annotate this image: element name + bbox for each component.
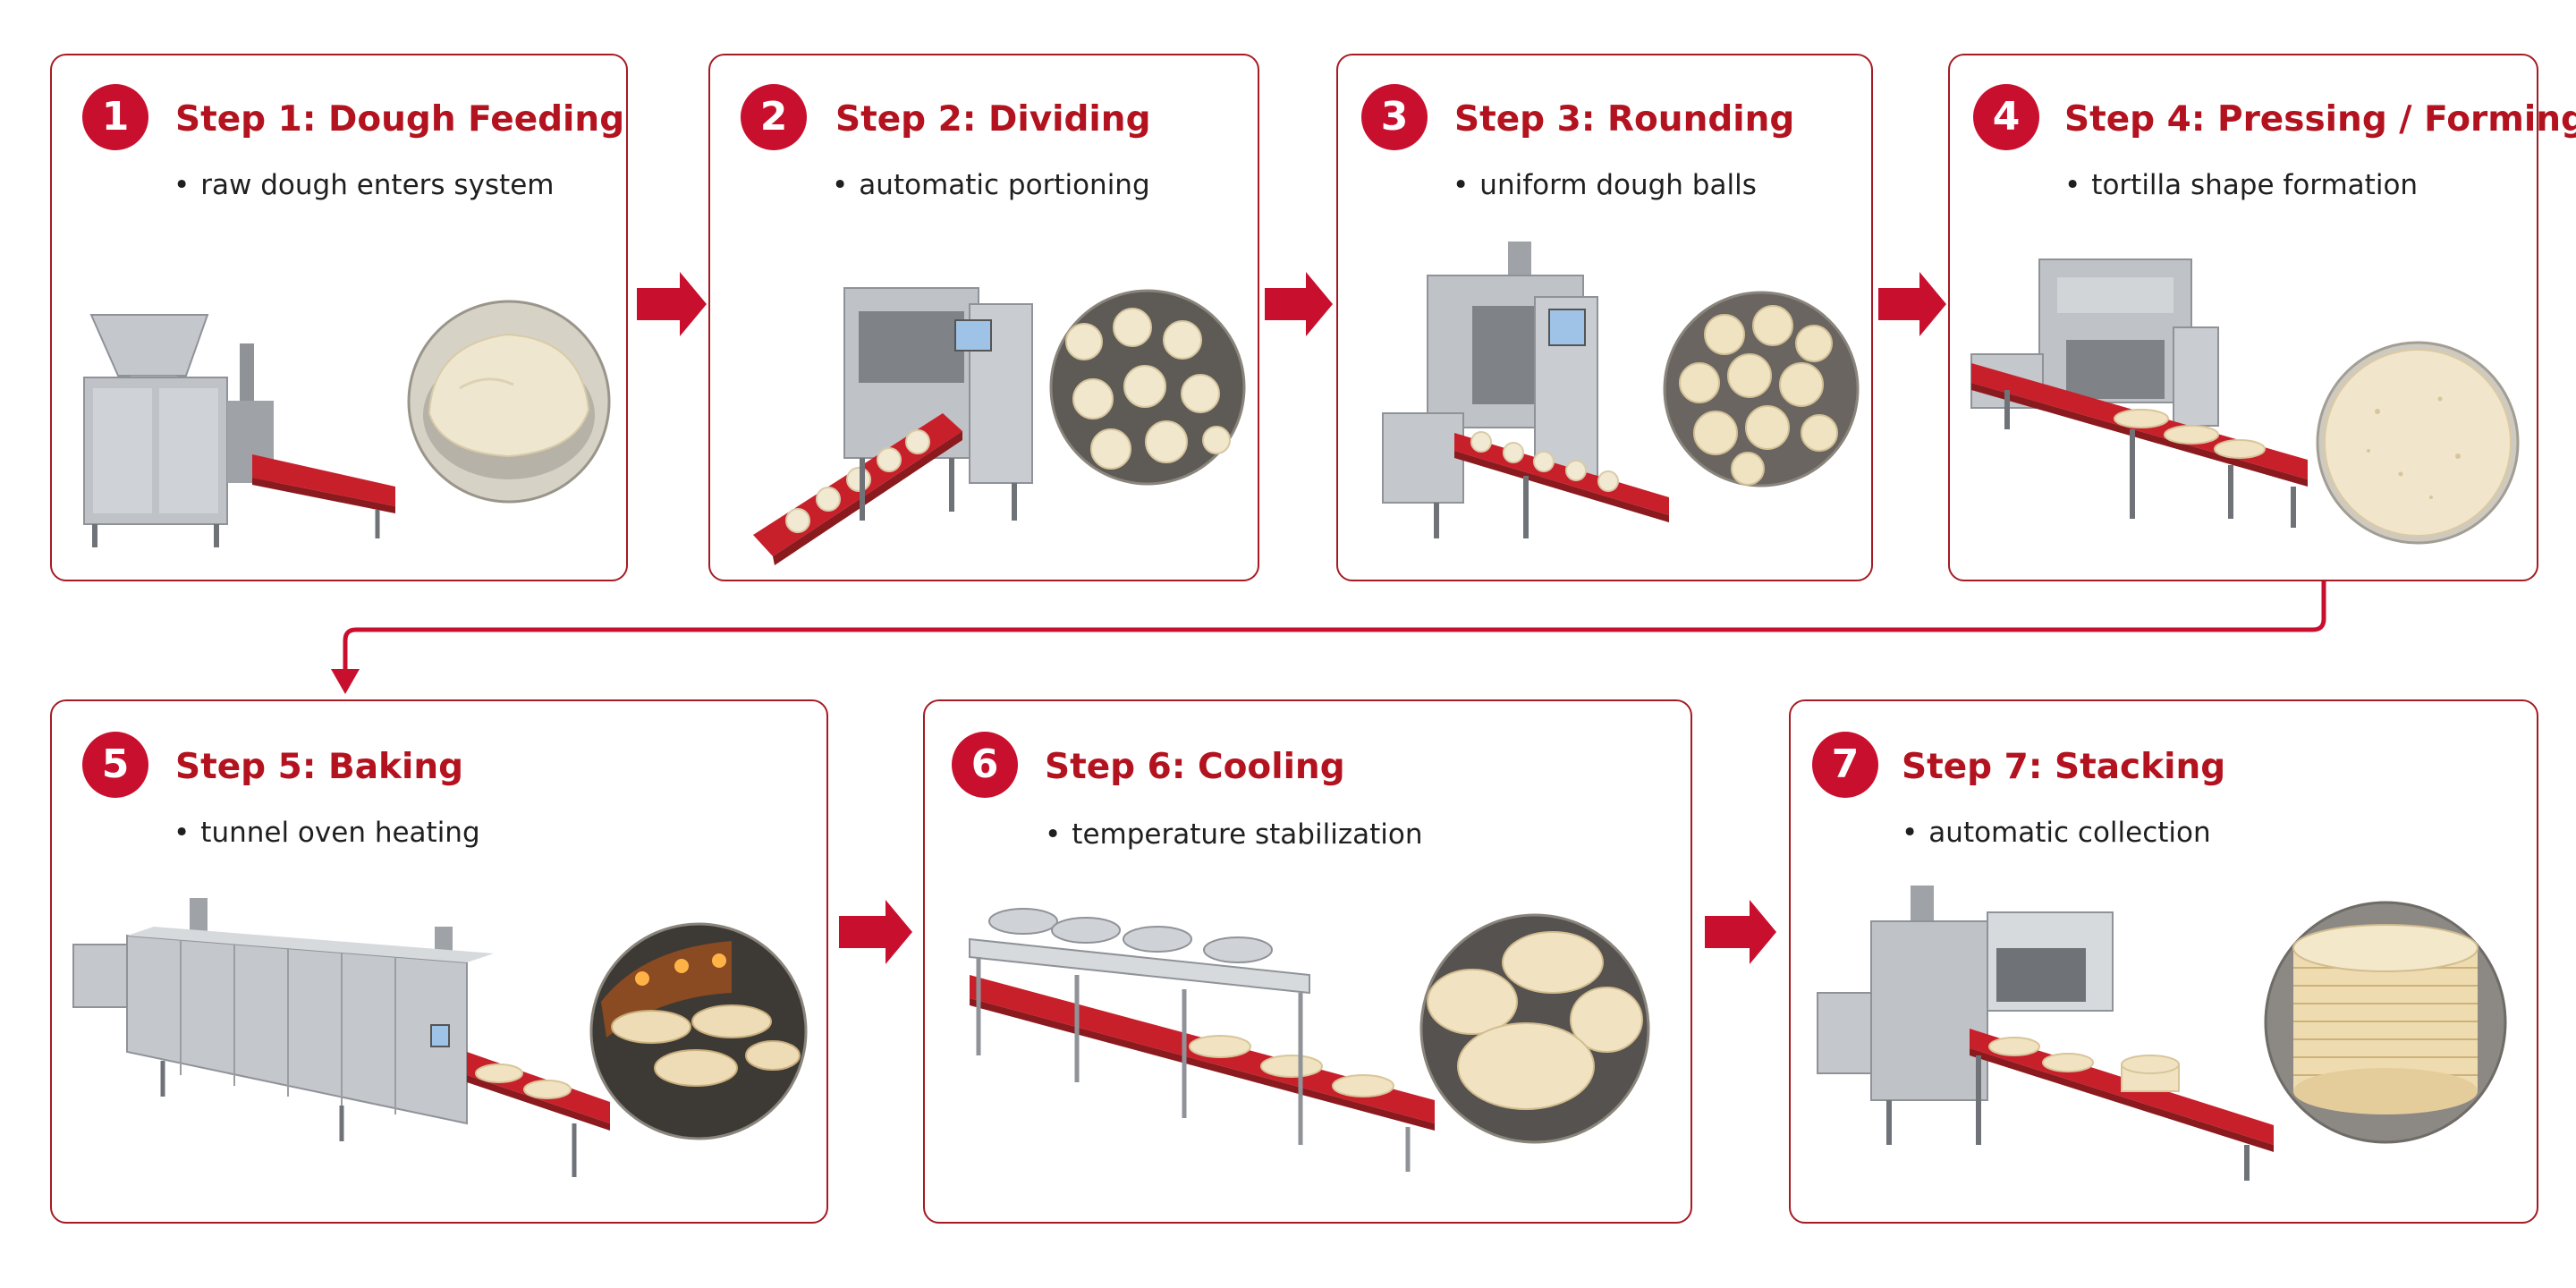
bullet-glyph: • — [2064, 169, 2081, 201]
arrow-right-1-2 — [637, 272, 707, 336]
return-connector-4-5 — [343, 580, 2326, 673]
description-text: raw dough enters system — [200, 169, 555, 201]
arrow-right-3-4 — [1878, 272, 1946, 336]
bullet-glyph: • — [1902, 817, 1919, 849]
pressed-tortilla-icon — [2316, 341, 2520, 545]
bullet-glyph: • — [832, 169, 849, 201]
arrow-right-5-6 — [839, 900, 912, 964]
step-title: Step 5: Baking — [175, 747, 464, 787]
bullet-glyph: • — [1045, 818, 1062, 851]
dough-feeder-machine-icon — [83, 314, 395, 547]
description-text: temperature stabilization — [1072, 818, 1423, 851]
step-number-badge: 3 — [1361, 84, 1428, 150]
step-card-7: 7 Step 7: Stacking • automatic collection — [1789, 699, 2538, 1224]
step-card-3: 3 Step 3: Rounding • uniform dough balls — [1336, 54, 1873, 581]
step-card-2: 2 Step 2: Dividing • automatic portioning — [708, 54, 1259, 581]
step-description: • automatic portioning — [832, 172, 1150, 199]
description-text: uniform dough balls — [1479, 169, 1757, 201]
description-text: automatic collection — [1928, 817, 2211, 849]
bullet-glyph: • — [174, 169, 191, 201]
return-arrowhead — [331, 669, 360, 694]
stacking-machine-icon — [1817, 886, 2274, 1181]
tortilla-stack-icon — [2264, 901, 2507, 1144]
step-title: Step 1: Dough Feeding — [175, 99, 625, 140]
tunnel-oven-icon — [72, 898, 610, 1177]
dough-balls-icon — [1663, 291, 1860, 487]
step-description: • temperature stabilization — [1045, 821, 1422, 849]
description-text: tunnel oven heating — [200, 817, 480, 849]
dough-portions-icon — [1049, 289, 1246, 486]
cooling-tortillas-icon — [1419, 913, 1650, 1144]
step-title: Step 4: Pressing / Forming — [2064, 99, 2576, 140]
step-card-5: 5 Step 5: Baking • tunnel oven heating — [50, 699, 828, 1224]
step-number-badge: 7 — [1812, 732, 1878, 798]
step-description: • automatic collection — [1902, 819, 2211, 847]
step-description: • tortilla shape formation — [2064, 172, 2418, 199]
step-card-6: 6 Step 6: Cooling • temperature stabiliza… — [923, 699, 1692, 1224]
dough-mass-bowl-icon — [407, 300, 611, 504]
step-number-badge: 6 — [952, 732, 1018, 798]
step-number-badge: 4 — [1973, 84, 2039, 150]
step-description: • raw dough enters system — [174, 172, 555, 199]
step-title: Step 6: Cooling — [1045, 747, 1345, 787]
rounding-machine-icon — [1382, 242, 1669, 538]
step-number-badge: 2 — [741, 84, 807, 150]
step-number-badge: 1 — [82, 84, 148, 150]
arrow-right-2-3 — [1265, 272, 1333, 336]
pressing-machine-icon — [1970, 258, 2308, 528]
step-description: • tunnel oven heating — [174, 819, 480, 847]
step-number-badge: 5 — [82, 732, 148, 798]
cooling-conveyor-icon — [969, 908, 1435, 1172]
step-title: Step 2: Dividing — [835, 99, 1151, 140]
step-card-4: 4 Step 4: Pressing / Forming • tortilla s… — [1948, 54, 2576, 581]
bullet-glyph: • — [1453, 169, 1470, 201]
bullet-glyph: • — [174, 817, 191, 849]
step-title: Step 3: Rounding — [1454, 99, 1795, 140]
step-title: Step 7: Stacking — [1902, 747, 2226, 787]
description-text: automatic portioning — [859, 169, 1150, 201]
dividing-machine-icon — [753, 287, 1033, 565]
description-text: tortilla shape formation — [2091, 169, 2419, 201]
step-card-1: 1 Step 1: Dough Feeding • raw dough enter… — [50, 54, 628, 581]
arrow-right-6-7 — [1705, 900, 1776, 964]
baking-tortillas-icon — [589, 922, 808, 1140]
step-description: • uniform dough balls — [1453, 172, 1757, 199]
